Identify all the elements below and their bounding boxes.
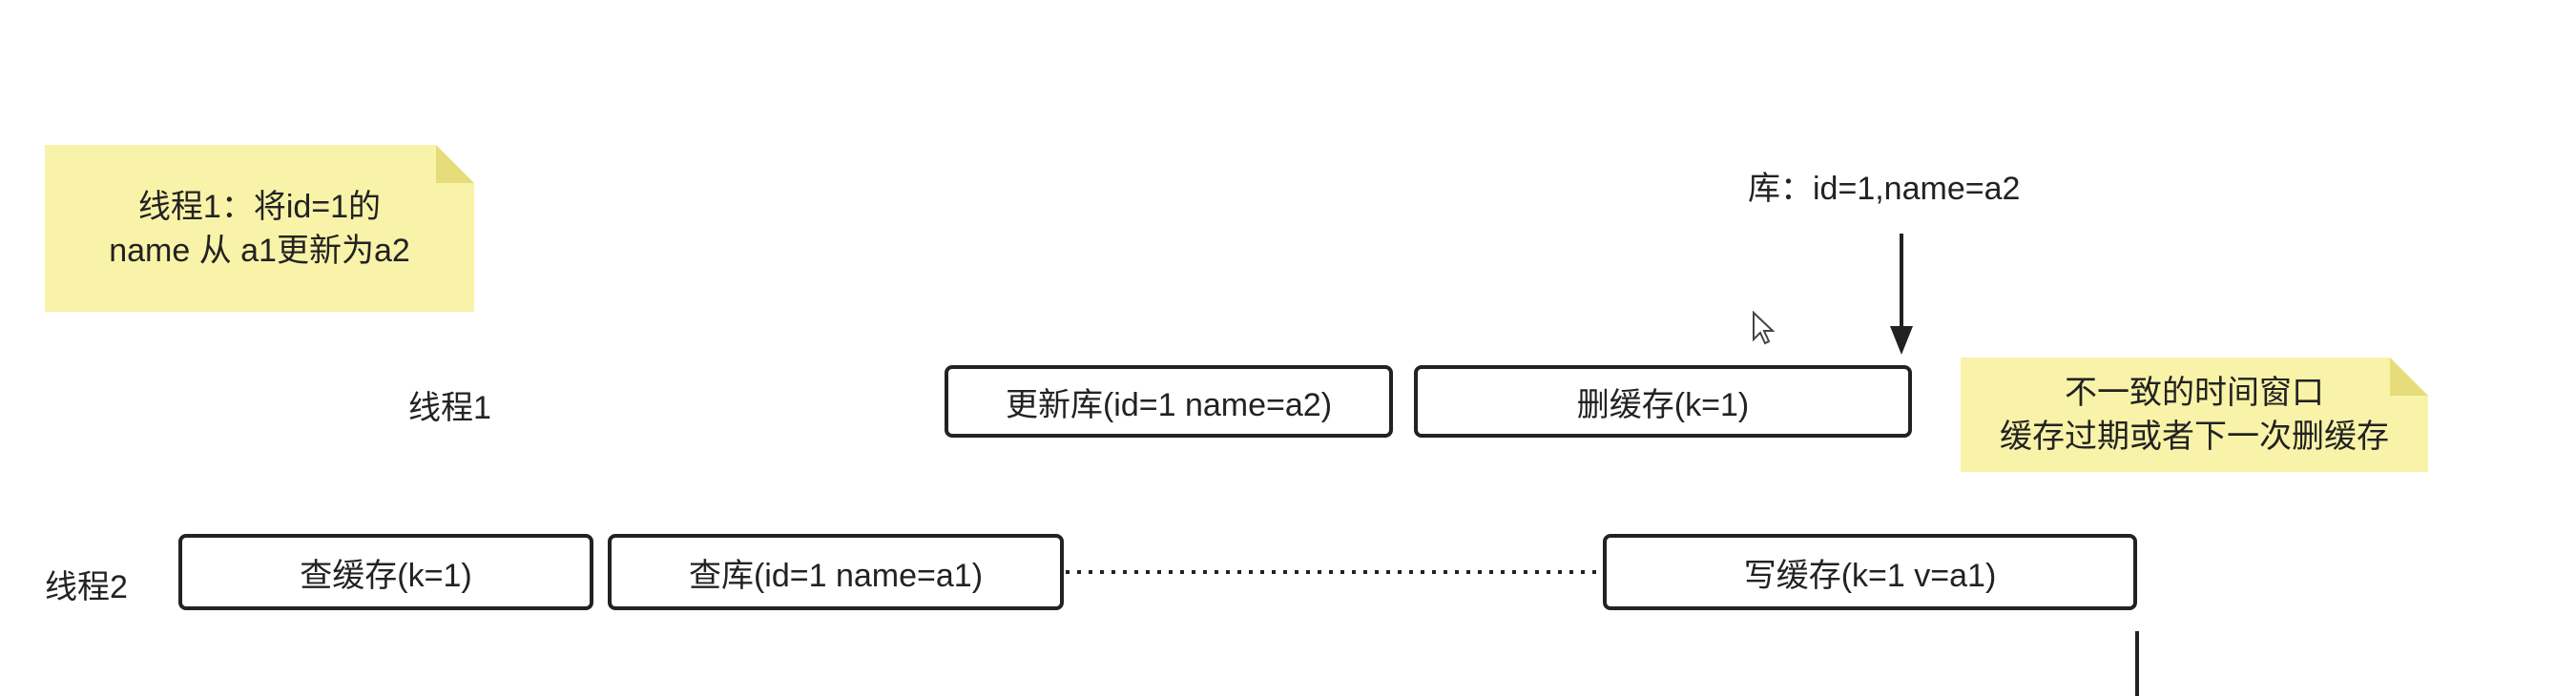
note-fold-corner: [2390, 358, 2428, 396]
thread2-label: 线程2: [45, 569, 128, 605]
arrow-down-icon: [1890, 234, 1913, 355]
mouse-pointer-icon: [1753, 310, 1776, 345]
scenario-note-line2: name 从 a1更新为a2: [109, 232, 410, 269]
window-note-line1: 不一致的时间窗口: [2065, 375, 2324, 411]
thread2-read-db-box: 查库(id=1 name=a1): [608, 534, 1064, 610]
note-fold-corner: [436, 145, 474, 183]
thread1-update-db-box: 更新库(id=1 name=a2): [945, 365, 1393, 438]
thread1-delete-cache-box: 删缓存(k=1): [1414, 365, 1912, 438]
thread2-read-cache-box: 查缓存(k=1): [178, 534, 593, 610]
scenario-note-line1: 线程1：将id=1的: [137, 188, 382, 225]
db-state-label: 库：id=1,name=a2: [1748, 171, 2021, 207]
thread2-write-cache-box: 写缓存(k=1 v=a1): [1603, 534, 2137, 610]
window-note-line2: 缓存过期或者下一次删缓存: [2000, 419, 2389, 455]
scenario-note: 线程1：将id=1的 name 从 a1更新为a2: [45, 145, 474, 312]
thread1-label: 线程1: [408, 390, 491, 426]
inconsistency-window-note: 不一致的时间窗口 缓存过期或者下一次删缓存: [1961, 358, 2428, 472]
